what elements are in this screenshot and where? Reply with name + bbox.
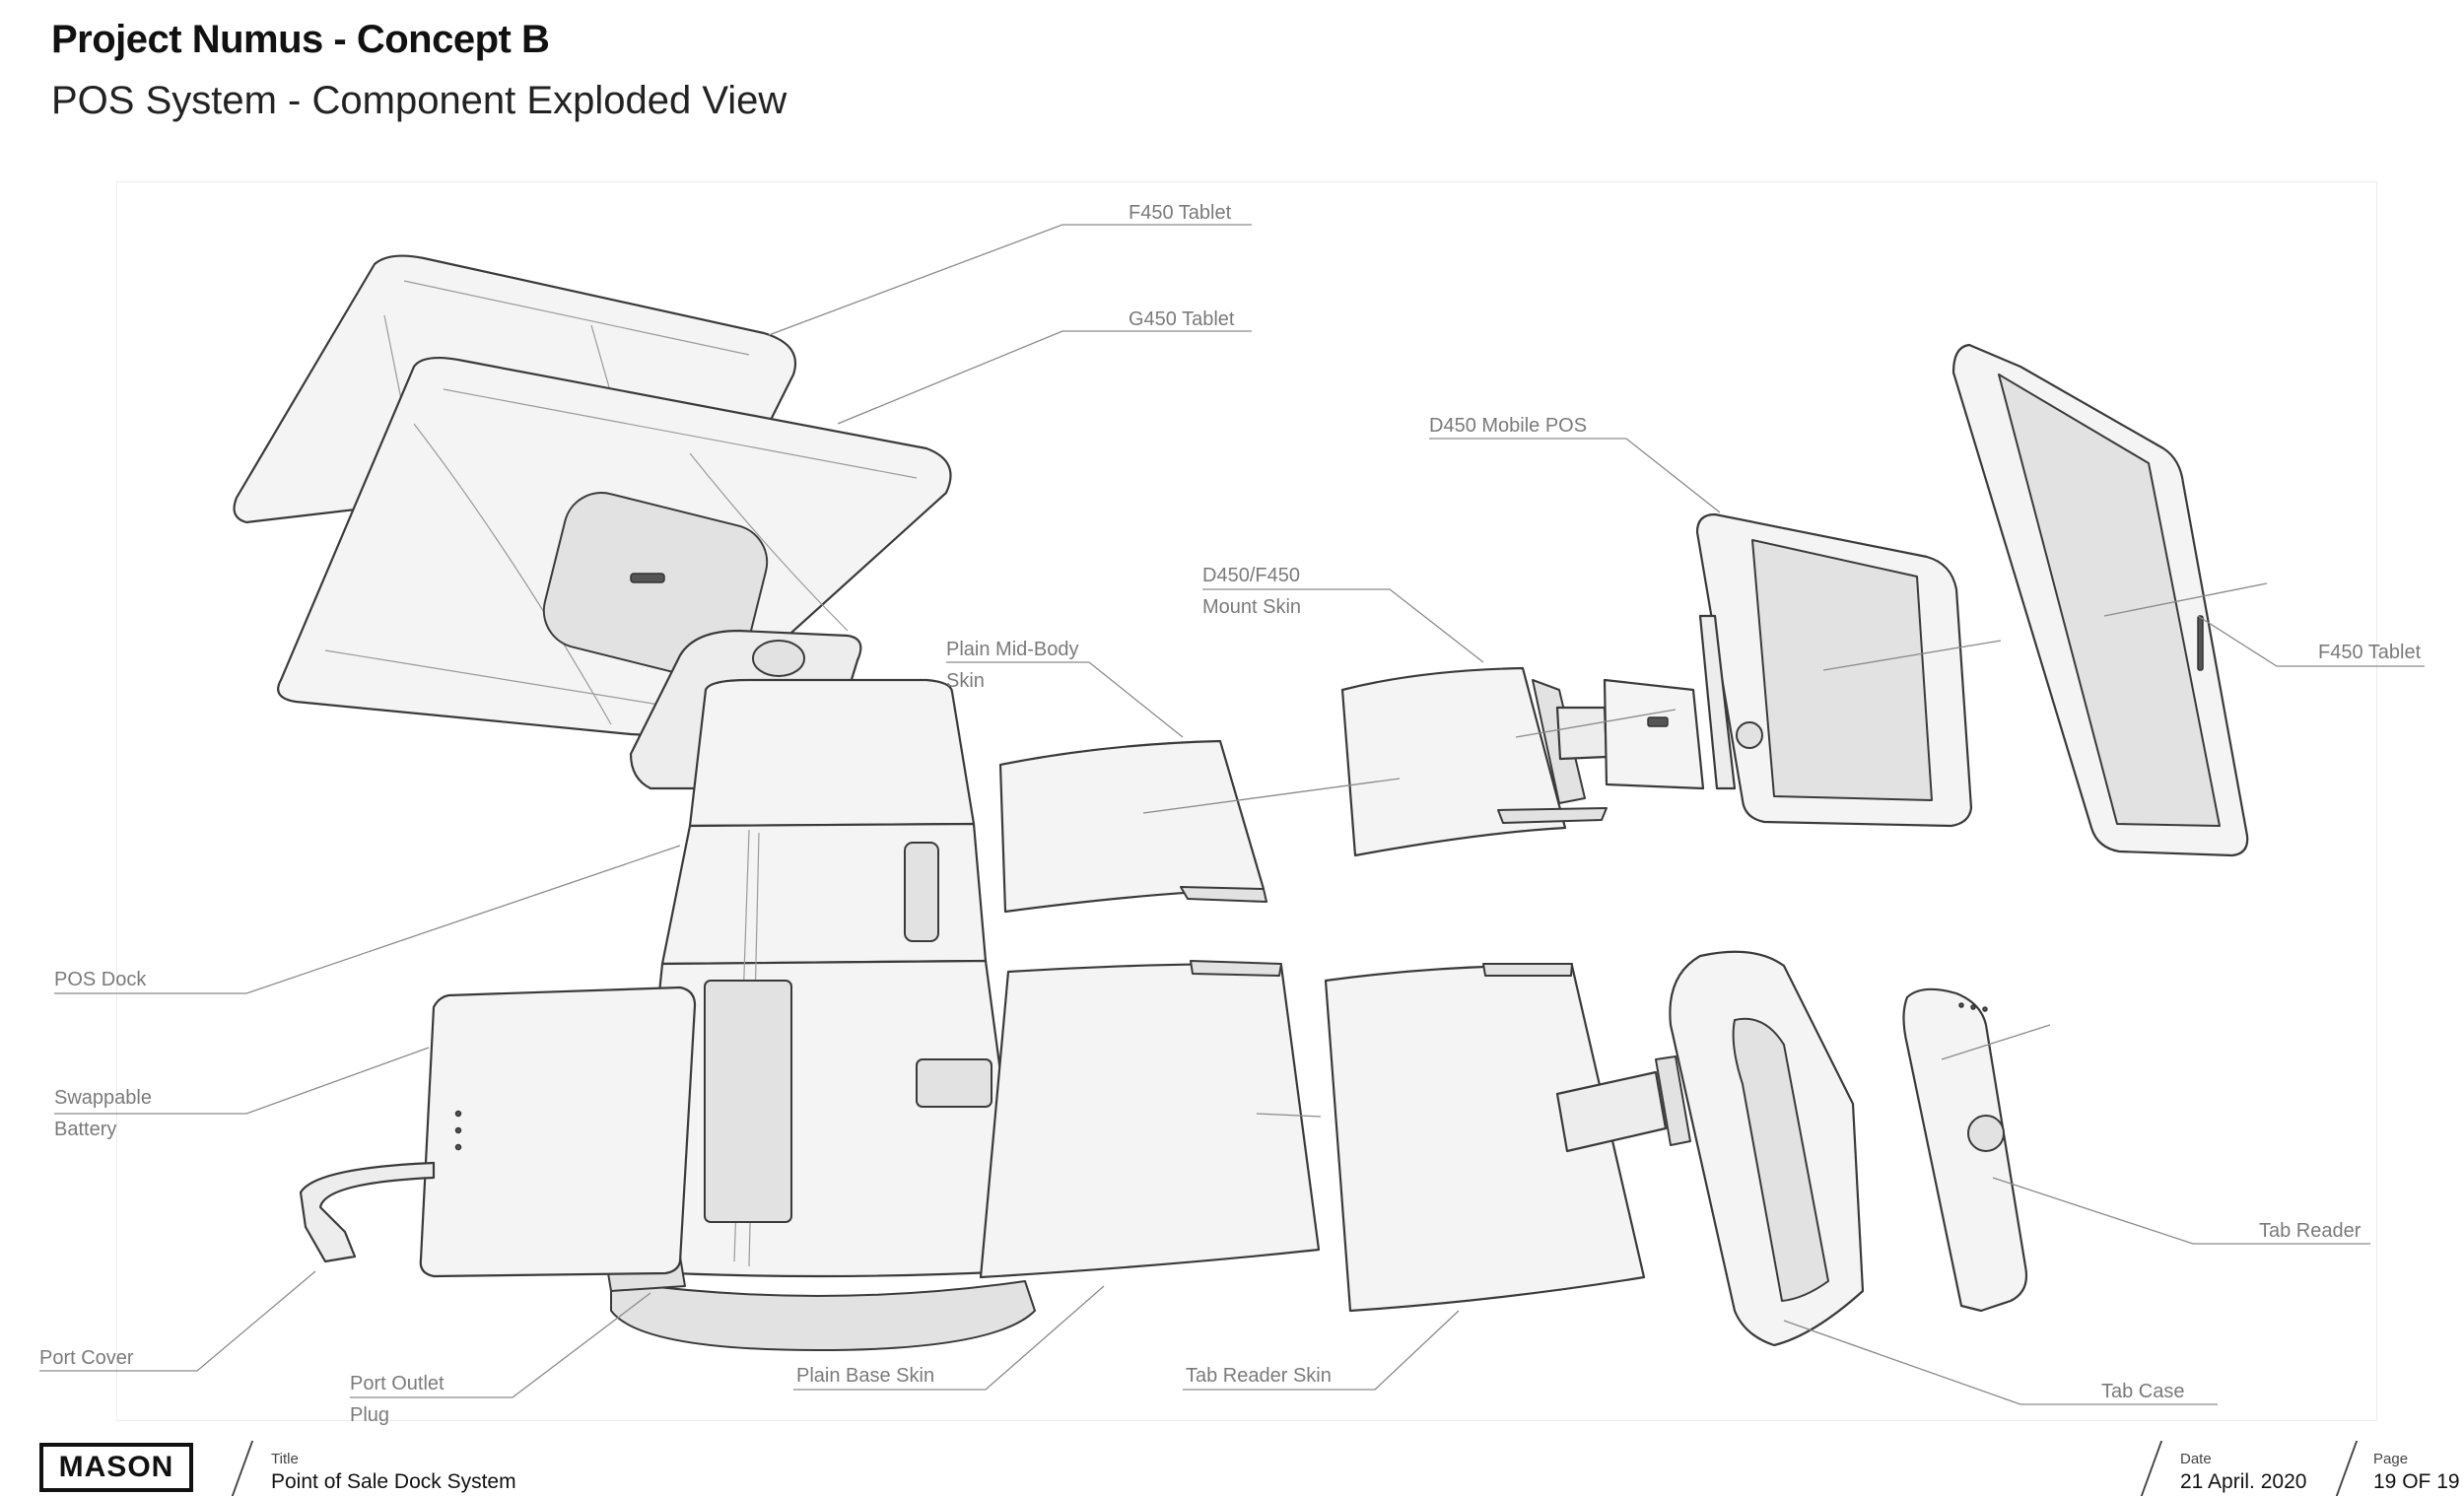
plain-mid-body-skin-part [998, 739, 1267, 914]
callout-labels: F450 Tablet G450 Tablet D450 Mobile POS … [39, 202, 2422, 1426]
tab-reader-skin-part [1324, 963, 1646, 1313]
divider-slash [2335, 1441, 2359, 1496]
title-block: MASON Title Point of Sale Dock System Da… [0, 1429, 2464, 1496]
date-value: 21 April. 2020 [2180, 1470, 2307, 1493]
title-value: Point of Sale Dock System [271, 1470, 516, 1493]
callout-mid-body-skin-line1: Plain Mid-Body [946, 639, 1079, 660]
plain-base-skin-part [979, 960, 1321, 1279]
page-label: Page [2373, 1451, 2409, 1467]
divider-slash [2140, 1441, 2163, 1496]
page-value: 19 OF 19 [2373, 1470, 2460, 1493]
callout-mount-skin-line1: D450/F450 [1202, 565, 1300, 586]
leader-lines [39, 224, 2425, 1405]
callout-f450-tablet-right: F450 Tablet [2318, 642, 2422, 663]
callout-f450-tablet-top: F450 Tablet [1129, 202, 1232, 224]
callout-battery-line1: Swappable [54, 1087, 152, 1109]
callout-plain-base-skin: Plain Base Skin [796, 1365, 934, 1387]
tab-reader-part [1902, 987, 2028, 1313]
callout-pos-dock: POS Dock [54, 969, 147, 990]
callout-port-outlet-line1: Port Outlet [350, 1373, 445, 1394]
tab-case-part [1555, 950, 1865, 1347]
swappable-battery-part [419, 986, 697, 1278]
title-label: Title [271, 1451, 299, 1467]
callout-tab-case: Tab Case [2101, 1381, 2185, 1402]
callout-mid-body-skin-line2: Skin [946, 670, 985, 692]
date-label: Date [2180, 1451, 2212, 1467]
port-cover-part [299, 1161, 436, 1263]
mason-logo: MASON [39, 1443, 193, 1492]
divider-slash [231, 1441, 254, 1496]
callout-tab-reader: Tab Reader [2259, 1220, 2361, 1242]
d450-f450-mount-skin-part [1340, 666, 1705, 857]
callout-port-cover: Port Cover [39, 1347, 134, 1369]
callout-battery-line2: Battery [54, 1119, 116, 1140]
callout-port-outlet-line2: Plug [350, 1404, 389, 1426]
callout-g450-tablet: G450 Tablet [1129, 308, 1235, 330]
callout-d450-mobile-pos: D450 Mobile POS [1429, 415, 1587, 437]
d450-mobile-pos-part [1695, 512, 1973, 828]
f450-tablet-right-part [1951, 343, 2249, 857]
page-subtitle: POS System - Component Exploded View [51, 79, 787, 122]
callout-tab-reader-skin: Tab Reader Skin [1186, 1365, 1332, 1387]
page-title: Project Numus - Concept B [51, 18, 550, 61]
callout-mount-skin-line2: Mount Skin [1202, 596, 1301, 618]
